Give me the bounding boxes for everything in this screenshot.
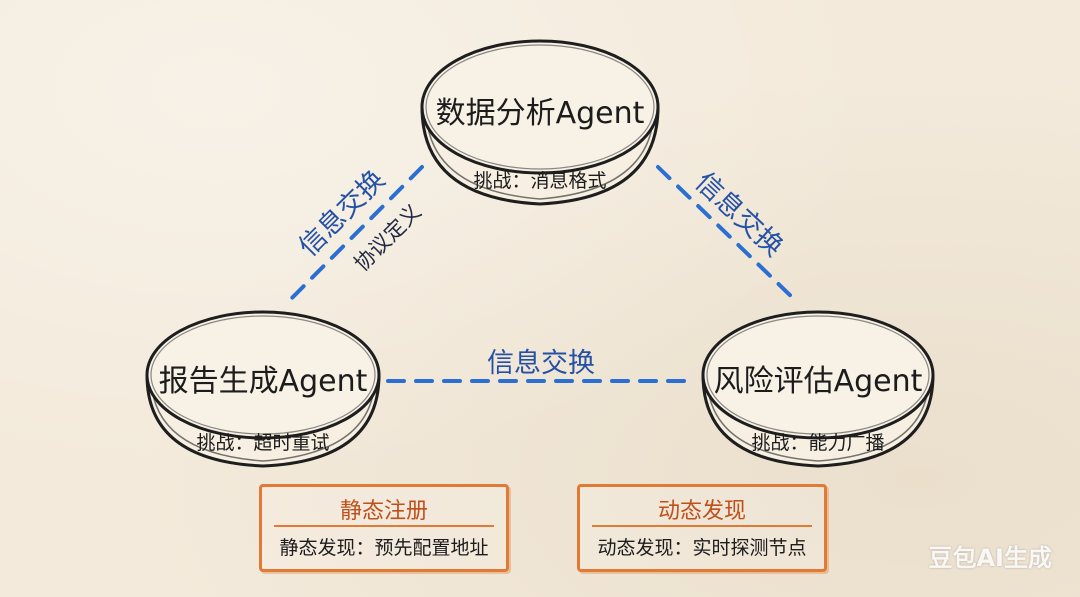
dynamic-discovery-divider [592,525,812,527]
dynamic-discovery-box: 动态发现 动态发现：实时探测节点 [577,484,827,572]
node-report [145,310,381,468]
node-report-challenge: 挑战：超时重试 [196,432,330,454]
static-registration-body: 静态发现：预先配置地址 [279,537,489,559]
dynamic-discovery-body: 动态发现：实时探测节点 [597,537,807,559]
static-registration-box: 静态注册 静态发现：预先配置地址 [259,484,509,572]
node-data-analysis-title: 数据分析Agent [435,96,645,131]
node-risk-title: 风险评估Agent [713,364,923,399]
link-line-left [283,165,424,307]
link-bottom-label: 信息交换 [487,348,595,379]
node-risk-challenge: 挑战：能力广播 [751,432,885,454]
node-data-analysis [420,39,660,206]
static-registration-divider [274,525,494,527]
node-data-analysis-challenge: 挑战：消息格式 [473,170,607,192]
dynamic-discovery-title: 动态发现 [657,499,746,524]
node-risk [701,310,935,468]
watermark: 豆包AI生成 [928,544,1052,572]
link-line-right [656,165,797,302]
node-report-title: 报告生成Agent [158,364,368,399]
static-registration-title: 静态注册 [339,499,428,524]
